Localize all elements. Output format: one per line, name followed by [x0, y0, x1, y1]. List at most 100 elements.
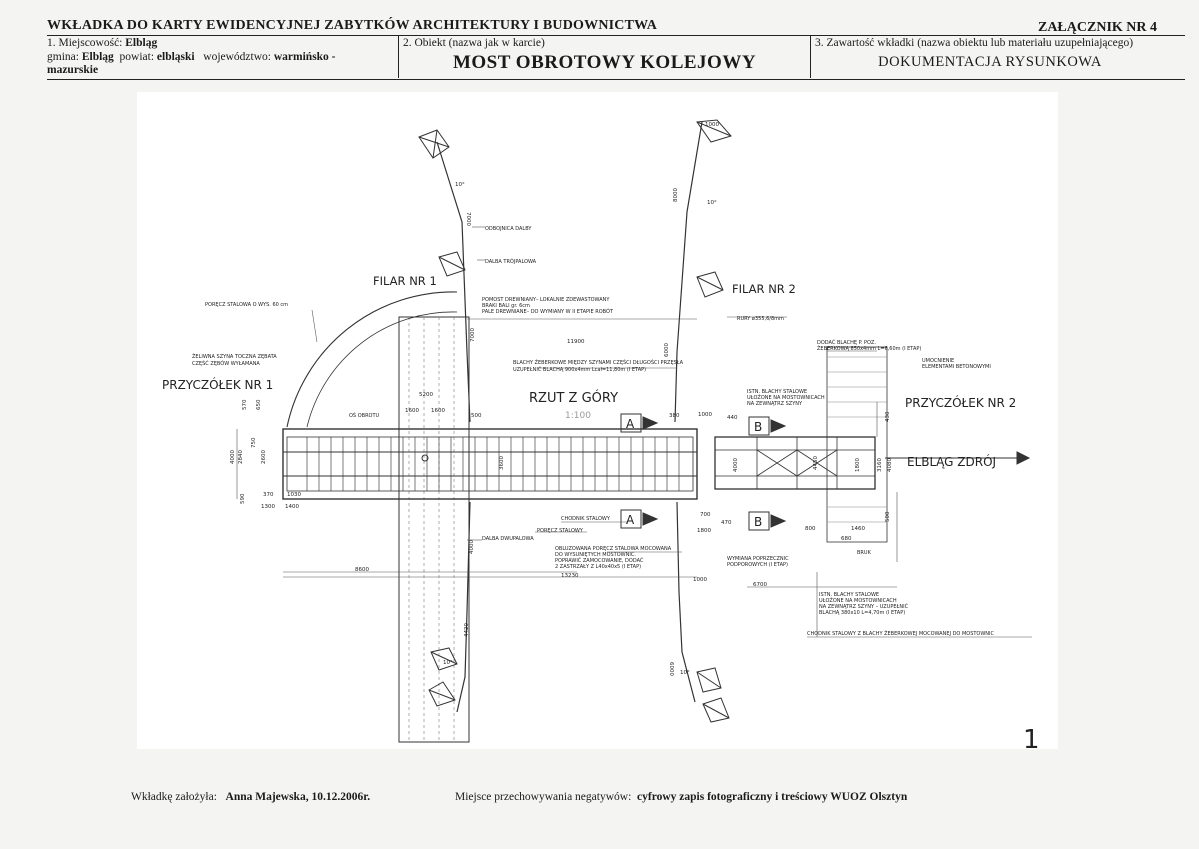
dim: 370: [263, 492, 274, 498]
note-szyna-1: ŻELIWNA SZYNA TOCZNA ZĘBATA: [192, 353, 277, 360]
dim: 2600: [261, 450, 267, 464]
dim: 8600: [355, 567, 369, 573]
dim: 5200: [419, 392, 433, 398]
header-top-rule: [47, 35, 1185, 36]
note-umocnienie-2: ELEMENTAMI BETONOWYMI: [922, 364, 991, 370]
dim: 1460: [851, 526, 865, 532]
dim: 4000: [469, 540, 475, 554]
note-obluz-4: 2 ZASTRZAŁY Z L40x40x5 (I ETAP): [555, 564, 641, 570]
note-blachy-2: UZUPEŁNIĆ BLACHĄ 900x4mm Lcał=11,80m (I …: [513, 366, 646, 373]
label-przyczolek-1: PRZYCZÓŁEK NR 1: [162, 377, 273, 392]
storage-label: Miejsce przechowywania negatywów:: [455, 791, 632, 803]
powiat-value: elbląski: [156, 51, 195, 63]
author-value: Anna Majewska, 10.12.2006r.: [225, 791, 371, 803]
author-line: Wkładkę założyła: Anna Majewska, 10.12.2…: [131, 791, 370, 803]
dim: 11900: [567, 339, 585, 345]
powiat-label: powiat:: [119, 51, 155, 63]
dim: 1800: [855, 458, 861, 472]
dim: 4080: [887, 458, 893, 472]
note-pomost-2: BRAKI BALI gr. 6cm: [482, 303, 530, 309]
note-wymiana-2: PODPOROWYCH (I ETAP): [727, 562, 788, 568]
storage-value: cyfrowy zapis fotograficzny i treściowy …: [637, 791, 908, 803]
dim: 13230: [561, 573, 579, 579]
note-istnb-3: NA ZEWNĄTRZ SZYNY – UZUPEŁNIĆ: [819, 603, 909, 610]
note-szyna-2: CZĘŚĆ ZĘBÓW WYŁAMANA: [192, 360, 260, 367]
pivot-point: [421, 454, 429, 462]
dim: 470: [721, 520, 732, 526]
dim: 800: [805, 526, 816, 532]
approach-span: [714, 436, 876, 490]
fender-left-bottom: [456, 501, 471, 713]
technical-drawing: FILAR NR 1 FILAR NR 2 PRZYCZÓŁEK NR 1 PR…: [137, 92, 1058, 749]
fender-left-top: [436, 141, 471, 423]
note-chodnik: CHODNIK STALOWY: [561, 516, 611, 522]
note-bruk: BRUK: [857, 550, 872, 556]
dim: 10°: [455, 182, 465, 188]
section-b-top: B: [754, 420, 762, 434]
label-scale: 1:100: [565, 411, 591, 421]
dim: 1400: [285, 504, 299, 510]
label-przyczolek-2: PRZYCZÓŁEK NR 2: [905, 395, 1016, 410]
dim: 3600: [499, 456, 505, 470]
note-istn-3: NA ZEWNĄTRZ SZYNY: [747, 401, 803, 407]
note-wymiana-1: WYMIANA POPRZECZNIC: [727, 556, 789, 562]
note-istn-1: ISTN. BLACHY STALOWE: [747, 389, 807, 395]
dim: 650: [256, 399, 262, 410]
note-pomost-3: PALE DREWNIANE– DO WYMIANY W II ETAPIE R…: [482, 308, 614, 315]
gmina-value: Elbląg: [81, 51, 114, 63]
label-plan-view: RZUT Z GÓRY: [529, 390, 618, 406]
note-obluz-2: DO WYSUNIĘTYCH MOSTOWNIC.: [555, 552, 636, 558]
dim: 500: [885, 511, 891, 522]
dim: 1600: [431, 408, 445, 414]
dim: 3160: [877, 458, 883, 472]
note-istnb-2: UŁOŻONE NA MOSTOWNICACH: [819, 597, 897, 604]
dim: 10°: [707, 200, 717, 206]
dim: 4450: [813, 456, 819, 470]
object-field: 2. Obiekt (nazwa jak w karcie) MOST OBRO…: [398, 36, 810, 78]
card-title: WKŁADKA DO KARTY EWIDENCYJNEJ ZABYTKÓW A…: [47, 18, 658, 33]
content-label: 3. Zawartość wkładki (nazwa obiektu lub …: [815, 37, 1134, 49]
place-label: 1. Miejscowość:: [47, 37, 123, 49]
dim: 10°: [680, 670, 690, 676]
dim: 440: [727, 415, 738, 421]
dim: 1600: [405, 408, 419, 414]
woj-label: województwo:: [203, 51, 271, 63]
note-dalba2: DALBA DWUPALOWA: [482, 536, 534, 542]
dim: 1300: [261, 504, 275, 510]
dim: 4000: [230, 450, 236, 464]
fender-right-bottom: [676, 501, 696, 703]
dim: 1000: [705, 122, 719, 128]
dim: 430: [885, 411, 891, 422]
gmina-label: gmina:: [47, 51, 79, 63]
label-direction: ELBLĄG ZDRÓJ: [907, 454, 996, 469]
note-dodac-2: ŻEBERKOWĄ 850x4mm L=6,60m (I ETAP): [817, 345, 921, 352]
main-span: [282, 428, 698, 500]
dim: 380: [669, 413, 680, 419]
header-fields: 1. Miejscowość: Elbląg gmina: Elbląg pow…: [47, 36, 1169, 79]
dim: 700: [700, 512, 711, 518]
dolphin-group: [418, 119, 732, 723]
fender-right-top: [674, 121, 703, 423]
object-name: MOST OBROTOWY KOLEJOWY: [452, 52, 757, 73]
dim: 7000: [465, 212, 471, 226]
location-field: 1. Miejscowość: Elbląg gmina: Elbląg pow…: [47, 36, 398, 78]
content-value: DOKUMENTACJA RYSUNKOWA: [878, 54, 1102, 70]
object-label: 2. Obiekt (nazwa jak w karcie): [403, 37, 545, 49]
note-obluz-3: POPRAWIĆ ZAMOCOWANIE, DODAĆ: [555, 557, 644, 564]
dim: 6000: [664, 343, 670, 357]
note-odbojnica: ODBOJNICA DALBY: [485, 226, 532, 232]
dim: 1030: [287, 492, 301, 498]
rolling-rail-arc-inner: [306, 311, 458, 428]
dim: 2840: [238, 450, 244, 464]
storage-line: Miejsce przechowywania negatywów: cyfrow…: [455, 791, 907, 803]
content-field: 3. Zawartość wkładki (nazwa obiektu lub …: [810, 36, 1169, 78]
note-chodnik-2: CHODNIK STALOWY Z BLACHY ŻEBERKOWEJ MOCO…: [807, 630, 995, 637]
dim: 750: [251, 437, 257, 448]
dim: 4000: [733, 458, 739, 472]
section-a-top: A: [626, 417, 635, 431]
note-dodac-1: DODAĆ BLACHĘ P. POZ.: [817, 339, 876, 346]
bridge-plan-svg: FILAR NR 1 FILAR NR 2 PRZYCZÓŁEK NR 1 PR…: [162, 119, 1040, 749]
author-label: Wkładkę założyła:: [131, 791, 217, 803]
woj-value-line1: warmińsko -: [273, 51, 336, 63]
place-value: Elbląg: [125, 37, 158, 49]
